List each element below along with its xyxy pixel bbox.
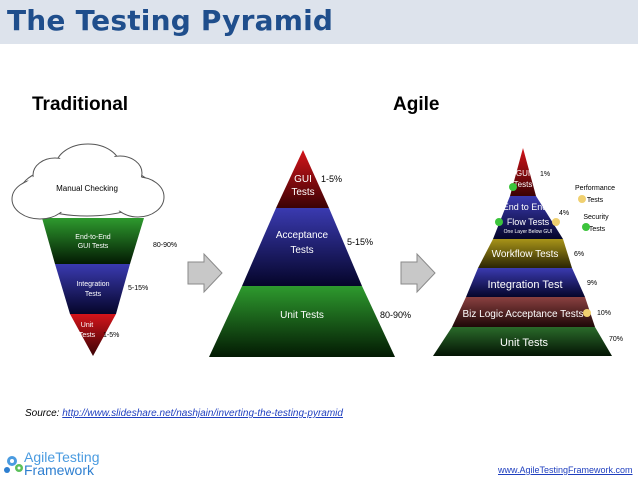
agile-e2e-label-2: Flow Tests	[507, 217, 550, 227]
mid-unit-pct: 80-90%	[380, 310, 411, 320]
source-link[interactable]: http://www.slideshare.net/nashjain/inver…	[62, 408, 343, 419]
trad-unit-pct: 1-5%	[103, 332, 119, 339]
mid-acceptance-label-2: Tests	[290, 245, 313, 256]
agile-layer-bizlogic	[452, 297, 595, 327]
logo-gear-icon	[4, 456, 23, 473]
security-green-dot-icon	[582, 223, 590, 231]
mid-acceptance-pct: 5-15%	[347, 237, 373, 247]
agile-e2e-label-1: End to End	[503, 202, 548, 212]
agile-layer-workflow	[478, 239, 572, 268]
trad-e2e-label-1: End-to-End	[75, 234, 111, 241]
gui-green-dot-icon	[509, 183, 517, 191]
trad-layer-integration	[55, 264, 130, 314]
trad-e2e-pct: 80-90%	[153, 242, 177, 249]
agile-workflow-pct: 6%	[574, 251, 584, 258]
agile-integration-pct: 9%	[587, 280, 597, 287]
agile-testing-framework-logo	[4, 456, 23, 473]
right-arrow-icon	[400, 252, 436, 294]
agile-layer-unit	[433, 327, 612, 356]
performance-yellow-dot-icon	[578, 195, 586, 203]
agile-bizlogic-label: Biz Logic Acceptance Tests	[463, 309, 584, 320]
right-arrow-icon	[187, 252, 223, 294]
agile-gui-label-2: Tests	[514, 180, 533, 189]
agile-gui-pct: 1%	[540, 171, 550, 178]
security-label-1: Security	[583, 214, 609, 221]
trad-unit-label-2: Tests	[79, 332, 96, 339]
e2e-green-dot-icon	[495, 218, 503, 226]
source-caption: Source: http://www.slideshare.net/nashja…	[25, 408, 343, 419]
logo-text-line2: Framework	[24, 462, 95, 478]
mid-layer-gui	[276, 150, 329, 208]
footer-website-link[interactable]: www.AgileTestingFramework.com	[498, 465, 633, 475]
performance-label-2: Tests	[587, 197, 604, 204]
trad-layer-unit	[70, 314, 116, 356]
e2e-yellow-dot-icon	[552, 218, 560, 226]
mid-gui-label-2: Tests	[291, 187, 314, 198]
agile-e2e-pct: 4%	[559, 210, 569, 217]
mid-layer-acceptance	[242, 208, 362, 286]
performance-label-1: Performance	[575, 185, 615, 192]
logo-text-line1: AgileTesting	[24, 449, 100, 465]
mid-gui-pct: 1-5%	[321, 174, 342, 184]
source-prefix: Source:	[25, 408, 63, 419]
agile-gui-label-1: GUI	[516, 169, 530, 178]
mid-layer-unit	[209, 286, 395, 357]
trad-e2e-label-2: GUI Tests	[78, 243, 109, 250]
traditional-inverted-pyramid: Manual Checking End-to-End GUI Tests 80-…	[11, 143, 177, 356]
traditional-header: Traditional	[32, 94, 129, 115]
trad-integration-pct: 5-15%	[128, 285, 148, 292]
cloud-label: Manual Checking	[56, 184, 118, 193]
title-bar	[0, 0, 638, 44]
trad-integration-label-2: Tests	[85, 291, 102, 298]
bizlogic-yellow-dot-icon	[583, 309, 591, 317]
agile-workflow-label: Workflow Tests	[492, 249, 559, 260]
agile-layer-gui	[510, 148, 536, 196]
mid-unit-label: Unit Tests	[280, 310, 324, 321]
middle-pyramid: GUI Tests 1-5% Acceptance Tests 5-15% Un…	[209, 150, 411, 357]
agile-pyramid: GUI Tests 1% End to End Flow Tests One L…	[433, 148, 623, 356]
agile-e2e-note: One Layer Below GUI	[504, 229, 553, 235]
agile-unit-pct: 70%	[609, 336, 623, 343]
mid-acceptance-label-1: Acceptance	[276, 230, 329, 241]
trad-unit-label-1: Unit	[81, 322, 94, 329]
security-label-2: Tests	[589, 226, 606, 233]
trad-integration-label-1: Integration	[76, 281, 109, 288]
agile-bizlogic-pct: 10%	[597, 310, 611, 317]
agile-layer-e2e	[493, 196, 563, 239]
agile-unit-label: Unit Tests	[500, 337, 549, 349]
agile-integration-label: Integration Test	[487, 279, 562, 291]
page-title: The Testing Pyramid	[7, 4, 334, 37]
trad-layer-e2e	[42, 218, 144, 264]
mid-gui-label-1: GUI	[294, 174, 312, 185]
agile-layer-integration	[466, 268, 585, 297]
agile-header: Agile	[393, 94, 440, 115]
